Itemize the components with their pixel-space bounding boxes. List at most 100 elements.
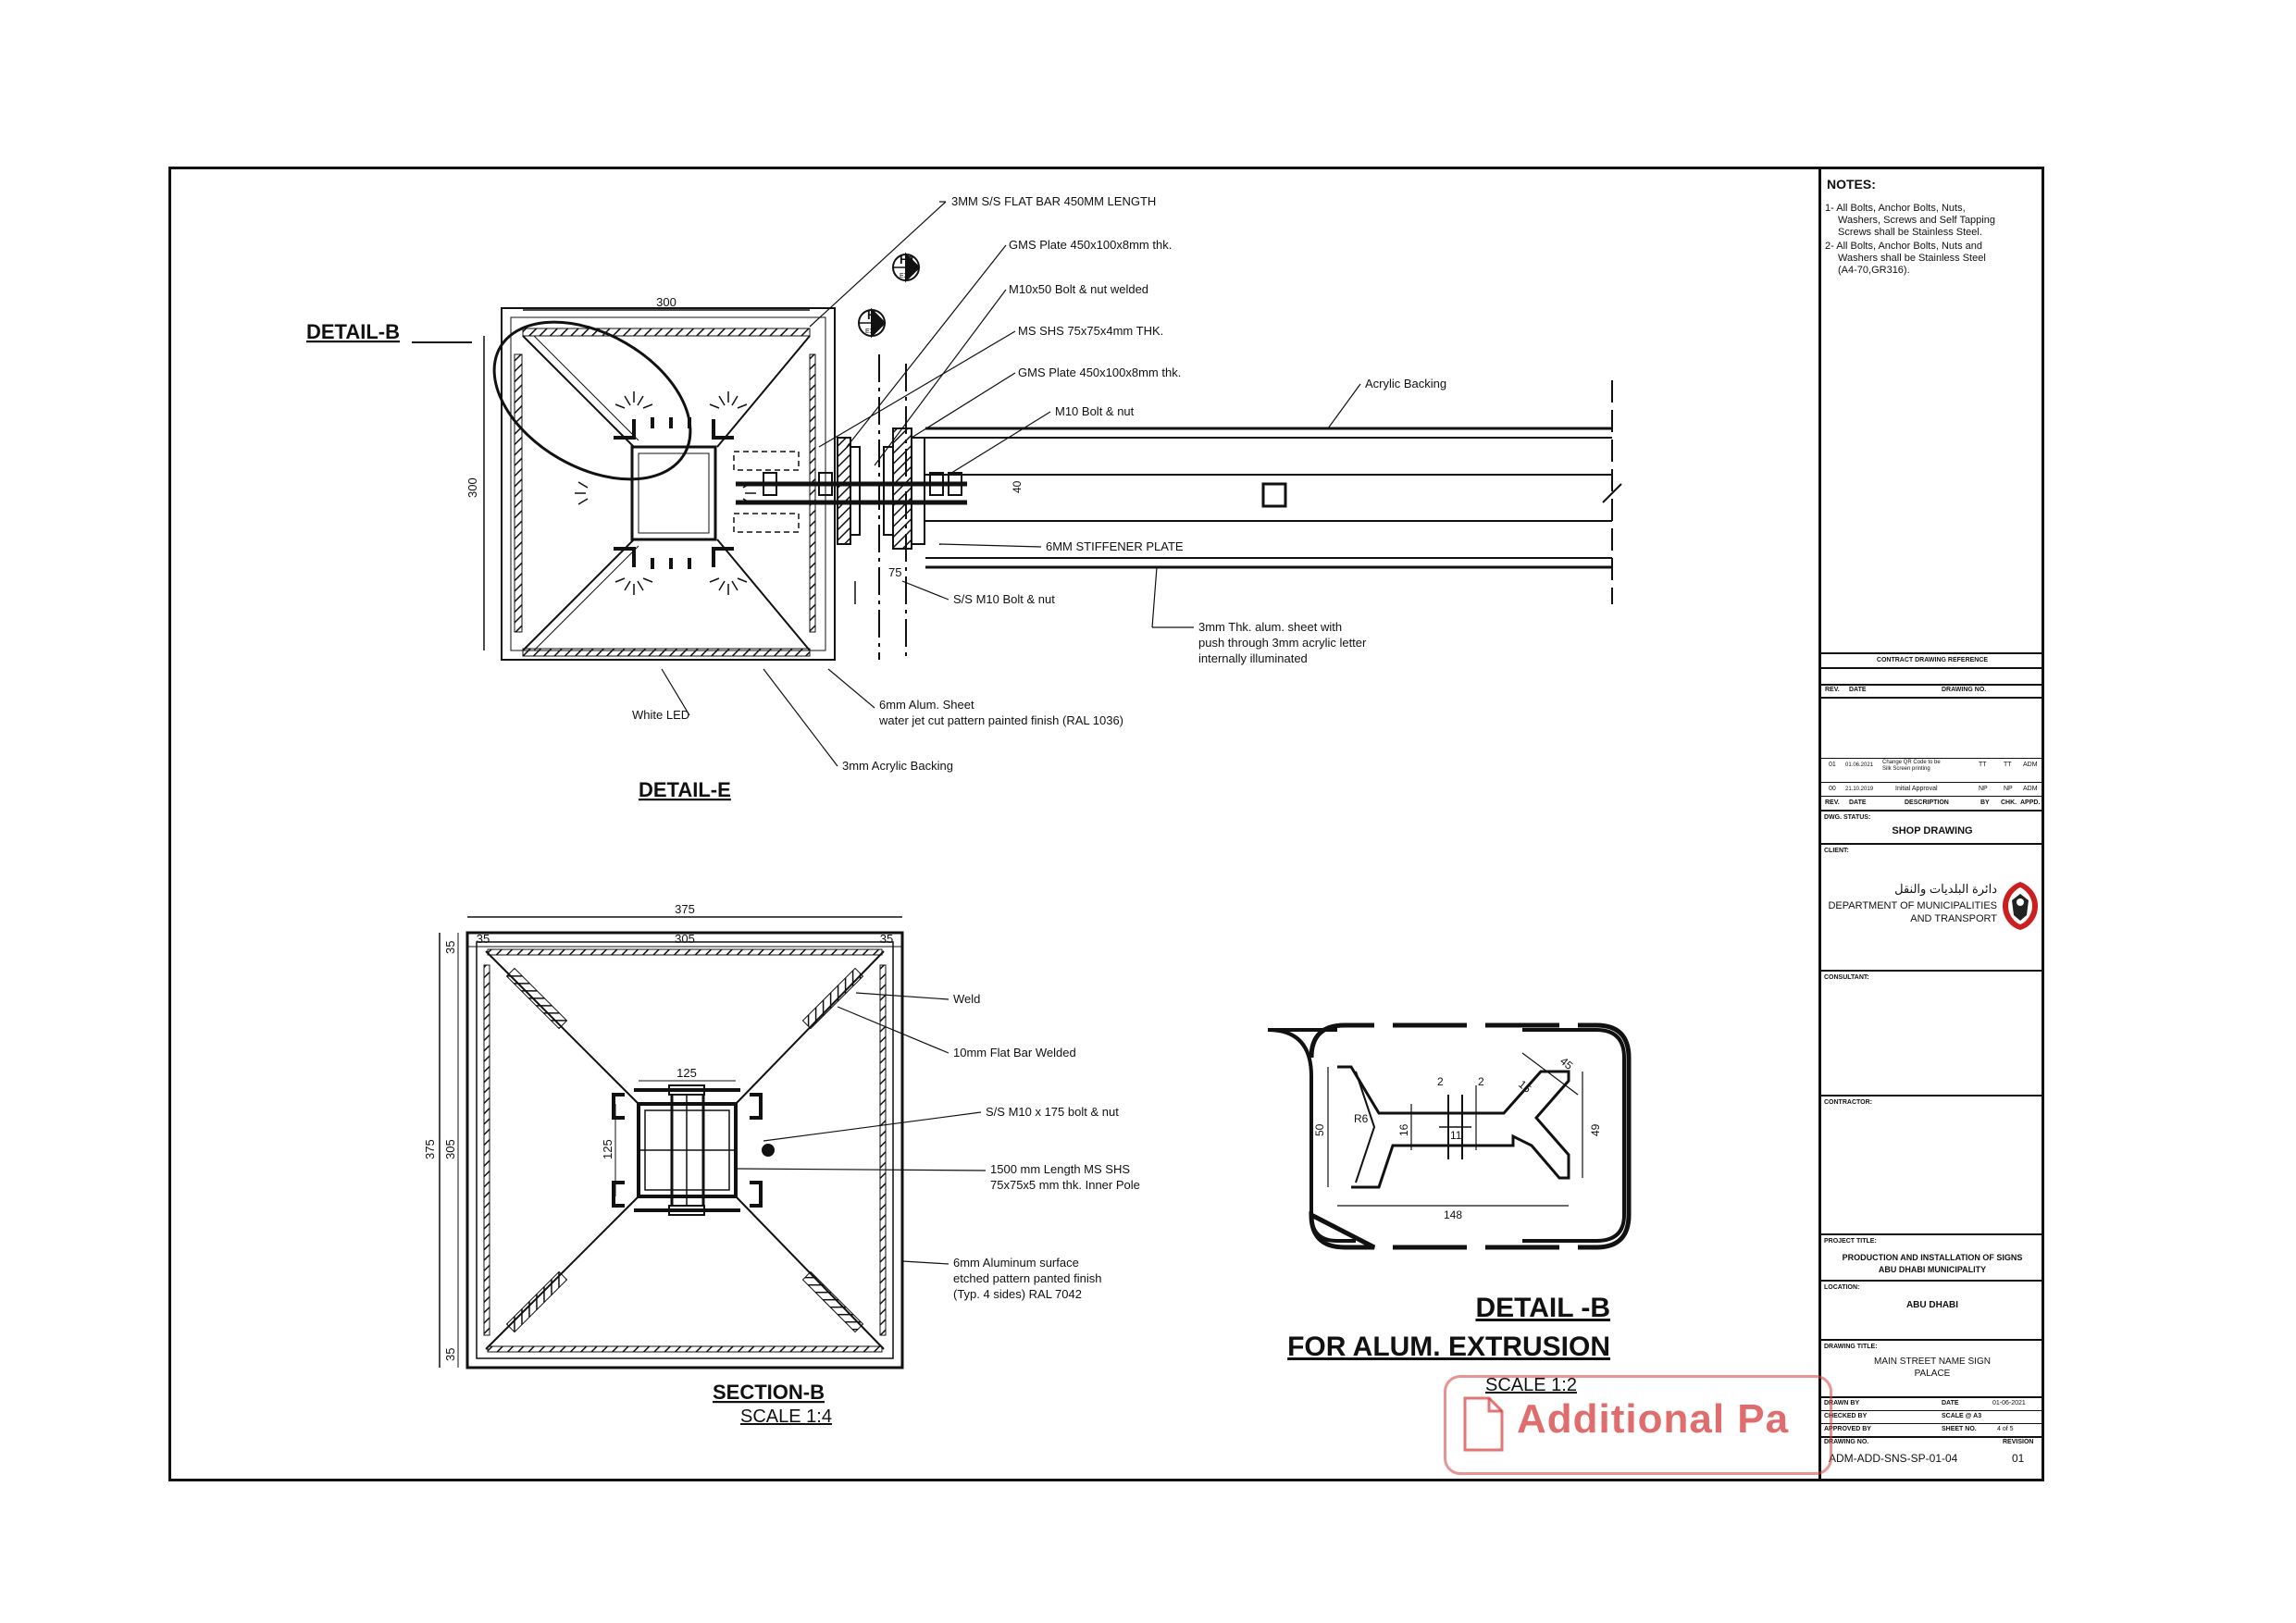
note-line-4: 2- All Bolts, Anchor Bolts, Nuts and [1825, 241, 1982, 252]
sheet-no-value: 4 of 5 [1997, 1426, 2014, 1432]
callout-white-led: White LED [632, 708, 689, 722]
callout-gms-plate-2: GMS Plate 450x100x8mm thk. [1018, 365, 1181, 379]
status-label: DWG. STATUS: [1824, 814, 1871, 821]
detail-b-title-1: DETAIL -B [1475, 1293, 1610, 1323]
callout-inner-pole-1: 1500 mm Length MS SHS [990, 1162, 1130, 1176]
project-label: PROJECT TITLE: [1824, 1238, 1877, 1245]
detail-e-view [412, 201, 1622, 767]
client-arabic-name: دائرة البلديات والنقل [1894, 882, 1997, 896]
rev-col-appd: APPD. [2020, 799, 2041, 806]
location-label: LOCATION: [1824, 1284, 1860, 1291]
approved-by-label: APPROVED BY [1824, 1426, 1871, 1432]
document-icon [1463, 1396, 1504, 1452]
callout-inner-pole-2: 75x75x5 mm thk. Inner Pole [990, 1178, 1140, 1192]
section-b-dim-125-h: 125 [676, 1066, 697, 1080]
section-b-title: SECTION-B [713, 1381, 825, 1404]
detail-b-title-2: FOR ALUM. EXTRUSION [1287, 1332, 1610, 1362]
ref-col-date: DATE [1849, 687, 1867, 693]
callout-acrylic-backing: Acrylic Backing [1365, 377, 1446, 390]
callout-aluminum-surface-2: etched pattern panted finish [953, 1271, 1101, 1285]
callout-ss-bolt: S/S M10 Bolt & nut [953, 592, 1055, 606]
drawn-by-label: DRAWN BY [1824, 1400, 1860, 1406]
callout-weld: Weld [953, 992, 980, 1006]
section-b-dim-305-v: 305 [443, 1139, 457, 1159]
watermark-text: Additional Pa [1517, 1396, 1790, 1442]
section-b-dim-35-bottom: 35 [443, 1348, 457, 1361]
section-b-outer-frame [465, 931, 904, 1369]
client-emblem-icon [2003, 882, 2038, 930]
note-line-3: Screws shall be Stainless Steel. [1838, 227, 1982, 238]
rev-row-1-date: 01.06.2021 [1845, 762, 1874, 768]
ref-col-rev: REV. [1825, 687, 1840, 693]
rev-col-chk: CHK. [2001, 799, 2017, 806]
detail-b-dim-148: 148 [1444, 1208, 1462, 1221]
contract-ref-heading: CONTRACT DRAWING REFERENCE [1876, 657, 1989, 663]
additional-page-watermark: Additional Pa [1444, 1375, 1832, 1475]
detail-b-dim-50: 50 [1313, 1123, 1326, 1136]
rev-row-2-appd: ADM [2023, 786, 2038, 792]
detail-b-tag: DETAIL-B [306, 320, 400, 343]
detail-e-dim-40: 40 [1011, 480, 1024, 493]
rev-row-2-rev: 00 [1829, 786, 1836, 792]
date-value: 01-06-2021 [1992, 1400, 2026, 1406]
sheet-no-label: SHEET NO. [1942, 1426, 1977, 1432]
callout-6mm-sheet-1: 6mm Alum. Sheet [879, 698, 974, 712]
rev-row-2-desc: Initial Approval [1895, 786, 1938, 792]
section-b-dim-35-left: 35 [477, 932, 490, 946]
detail-e-dim-top: 300 [656, 295, 676, 309]
section-marker-h-ref: EX [865, 328, 875, 335]
callout-ms-shs: MS SHS 75x75x4mm THK. [1018, 324, 1163, 338]
contractor-label: CONTRACTOR: [1824, 1099, 1872, 1106]
notes-heading: NOTES: [1827, 177, 1876, 192]
client-name-1: DEPARTMENT OF MUNICIPALITIES [1828, 900, 1997, 911]
rev-row-1-by: TT [1979, 762, 1987, 768]
rev-col-rev: REV. [1825, 799, 1840, 806]
project-title-2: ABU DHABI MUNICIPALITY [1878, 1265, 1987, 1274]
checked-by-label: CHECKED BY [1824, 1413, 1868, 1419]
section-marker-h1-ref: EX [900, 273, 909, 279]
callout-aluminum-surface-1: 6mm Aluminum surface [953, 1256, 1079, 1270]
detail-b-scale: SCALE 1:2 [1485, 1375, 1577, 1395]
detail-e-labels: DETAIL-B DETAIL-E 300 300 40 75 H1 EX H … [306, 194, 1446, 801]
section-b-view [439, 916, 987, 1369]
callout-6mm-sheet-2: water jet cut pattern painted finish (RA… [878, 713, 1123, 727]
date-label: DATE [1942, 1400, 1959, 1406]
section-b-dim-35-top: 35 [443, 941, 457, 954]
note-line-5: Washers shall be Stainless Steel [1838, 253, 1986, 264]
callout-stiffener-plate: 6MM STIFFENER PLATE [1046, 539, 1184, 553]
drawing-no-label: DRAWING NO. [1824, 1439, 1869, 1445]
rev-col-date: DATE [1849, 799, 1867, 806]
title-block: NOTES: 1- All Bolts, Anchor Bolts, Nuts,… [1818, 169, 2044, 1479]
detail-b-view [1267, 1022, 1632, 1250]
detail-b-dim-11: 11 [1450, 1129, 1462, 1142]
detail-b-dim-2b: 2 [1478, 1075, 1484, 1088]
drawing-area: DETAIL-B DETAIL-E 300 300 40 75 H1 EX H … [306, 194, 1632, 1427]
section-b-dim-35-right: 35 [880, 932, 893, 946]
detail-b-dim-2a: 2 [1437, 1075, 1444, 1088]
callout-alum-sheet-3: internally illuminated [1198, 651, 1308, 665]
section-b-labels: SECTION-B SCALE 1:4 375 35 305 35 35 305… [423, 902, 1140, 1427]
section-b-dim-125-v: 125 [601, 1139, 614, 1159]
callout-gms-plate-1: GMS Plate 450x100x8mm thk. [1009, 238, 1172, 252]
drawing-title-1: MAIN STREET NAME SIGN [1874, 1357, 1991, 1367]
detail-b-dim-16: 16 [1397, 1123, 1410, 1136]
section-marker-h1: H1 [900, 253, 915, 266]
section-b-scale: SCALE 1:4 [740, 1406, 832, 1427]
rev-row-2-chk: NP [2004, 786, 2013, 792]
location-value: ABU DHABI [1905, 1300, 1959, 1310]
detail-e-dim-75: 75 [888, 565, 901, 579]
rev-row-2-date: 21.10.2019 [1845, 787, 1874, 792]
client-name-2: AND TRANSPORT [1910, 913, 1997, 924]
section-marker-h: H [867, 308, 875, 322]
scale-label: SCALE @ A3 [1942, 1413, 1982, 1419]
rev-row-1-rev: 01 [1829, 762, 1836, 768]
callout-3mm-acrylic: 3mm Acrylic Backing [842, 759, 953, 773]
detail-b-labels: DETAIL -B FOR ALUM. EXTRUSION SCALE 1:2 … [1287, 1055, 1610, 1395]
note-line-1: 1- All Bolts, Anchor Bolts, Nuts, [1825, 203, 1966, 214]
revision-value: 01 [2012, 1452, 2025, 1465]
rev-col-by: BY [1980, 799, 1990, 806]
drawing-title-label: DRAWING TITLE: [1824, 1344, 1878, 1350]
section-b-dim-375: 375 [675, 902, 695, 916]
callout-ss-m10-bolt: S/S M10 x 175 bolt & nut [986, 1105, 1119, 1119]
detail-b-dim-45: 45 [1558, 1055, 1575, 1073]
